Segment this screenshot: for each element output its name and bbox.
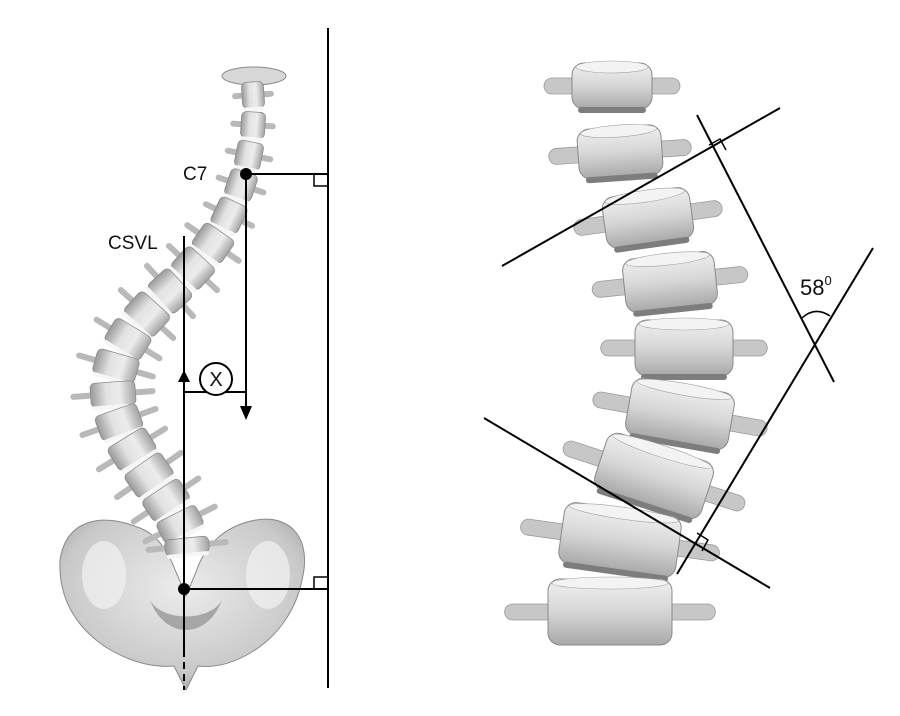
endplate [636,378,732,400]
lower-endplate-line [483,417,771,589]
disc-gap [614,236,690,253]
disc-gap [633,302,713,317]
lower-perpendicular-line [676,247,874,575]
vertebra-closeup [548,124,692,184]
lower-right-angle-mark [696,532,709,552]
vertebra-closeup [504,576,716,646]
vertebrae-closeup [504,60,768,646]
endplate [625,251,710,267]
curved-spine [70,66,287,559]
sacrum-point [178,583,190,595]
disc [103,426,144,444]
left-panel: X C7 CSVL [59,28,329,692]
disc [121,311,152,339]
endplate [605,187,685,205]
c7-point [240,168,252,180]
disc-gap [641,374,727,380]
vertebra-closeup [600,317,768,380]
disc [169,266,197,292]
offset-x-label: X [209,369,222,391]
upper-perpendicular-line [696,114,835,383]
vertebra [95,425,169,474]
endplate [638,317,730,331]
disc [166,551,209,559]
pelvic-right-angle-mark [313,576,328,589]
vertebral-body [241,81,265,109]
vertebra-closeup [592,377,768,455]
disc [121,449,158,474]
vertebra [230,111,276,142]
disc-gap [629,433,721,455]
right-panel: 580 [483,60,874,646]
csvl-up-arrowhead [178,370,190,382]
endplate [612,433,712,469]
disc [92,403,136,411]
upper-endplate-line [501,107,781,267]
cobb-angle-arc [801,310,831,319]
vertebra-closeup [591,251,749,317]
vertebra [76,348,156,387]
endplate [580,124,657,138]
csvl-label: CSVL [108,233,158,254]
disc [209,222,236,237]
disc-gap [578,107,646,113]
vertebra-closeup [573,187,723,253]
disc [241,136,264,142]
vertebra-closeup [562,432,746,524]
vertebra [117,287,177,341]
vertebra-closeup [520,502,720,582]
disc-gap [596,487,693,524]
vertebra-closeup [543,60,681,113]
c7-plumb-arrowhead [240,406,252,420]
endplate [551,576,669,590]
disc-gap [585,172,658,184]
disc [223,193,249,205]
vertebra [114,449,184,501]
vertebra [232,81,274,112]
vertebra [184,222,242,266]
cobb-angle-label: 580 [800,273,832,300]
vertebra [202,196,256,237]
vertebral-body [240,111,266,139]
vertebra [70,380,156,411]
vertebra [145,535,229,559]
disc [145,287,172,316]
disc [190,244,219,266]
disc [243,106,264,112]
pelvis [59,518,306,692]
disc-gap [563,561,669,582]
c7-right-angle-mark [313,174,328,187]
offset-x-circle [199,362,233,396]
vertebra [79,403,159,444]
disc [139,474,176,500]
vertebral-body [89,380,137,408]
disc [155,498,192,524]
upper-right-angle-mark [708,137,727,151]
endplate [575,60,649,74]
c7-label: C7 [183,164,207,185]
